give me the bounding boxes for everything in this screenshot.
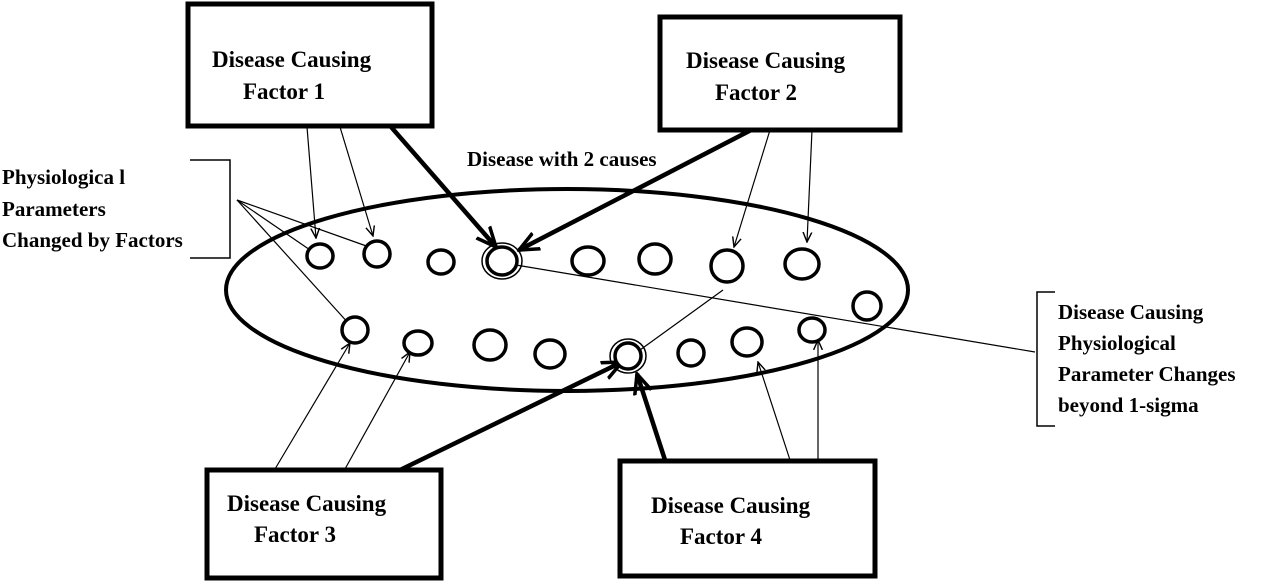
right-note-line3: Parameter Changes	[1058, 362, 1236, 386]
factor-3-line2: Factor 3	[254, 522, 336, 547]
pointer-left-param3	[236, 199, 373, 249]
arrow-factor2-param2	[807, 129, 813, 242]
param-circle	[730, 326, 764, 358]
arrow-factor2-param1	[734, 129, 771, 247]
pointer-left-param2	[236, 199, 351, 326]
arrow-factor3-cause	[399, 359, 622, 473]
param-circle	[305, 242, 335, 270]
arrow-factor2-cause	[519, 126, 757, 252]
param-circle	[426, 248, 456, 276]
thin-arrows	[274, 126, 818, 470]
thick-arrows	[383, 118, 757, 473]
right-note-bracket	[1036, 291, 1055, 427]
param-circle	[402, 329, 434, 357]
factor-box-3: Disease Causing Factor 3	[204, 467, 444, 581]
right-note-line2: Physiological	[1058, 331, 1176, 355]
factor-4-line2: Factor 4	[680, 524, 762, 549]
right-note-pointers	[515, 264, 1036, 353]
param-circle	[362, 239, 392, 269]
parameters-bottom-row	[340, 315, 827, 374]
left-note-line1: Physiologica l	[2, 165, 125, 189]
disease-title: Disease with 2 causes	[467, 147, 657, 171]
pointer-right-cause2	[639, 289, 724, 351]
factor-3-line1: Disease Causing	[227, 491, 387, 516]
factor-1-line1: Disease Causing	[212, 47, 372, 72]
right-note: Disease Causing Physiological Parameter …	[1036, 291, 1236, 427]
factor-box-1: Disease Causing Factor 1	[185, 1, 435, 129]
disease-ellipse	[224, 187, 910, 393]
param-ring-disease-cause	[481, 242, 523, 280]
param-circle	[783, 247, 821, 281]
factor-2-line1: Disease Causing	[686, 48, 846, 73]
param-circle	[797, 316, 827, 344]
factor-4-line1: Disease Causing	[651, 493, 811, 518]
param-circle	[637, 242, 673, 276]
param-circle-disease-cause	[485, 245, 519, 277]
param-ring-disease-cause	[609, 338, 647, 374]
arrow-factor4-param1	[758, 362, 791, 461]
param-circle	[851, 290, 883, 322]
param-circle	[533, 338, 567, 370]
left-note: Physiologica l Parameters Changed by Fac…	[2, 159, 231, 259]
factor-2-line2: Factor 2	[715, 80, 797, 105]
pointer-left-param1	[236, 199, 314, 253]
param-circle	[472, 328, 508, 362]
arrow-factor3-param2	[344, 352, 410, 470]
left-note-pointers	[236, 199, 373, 326]
param-circle	[709, 248, 745, 284]
arrow-factor3-param1	[274, 343, 350, 470]
factor-box-4: Disease Causing Factor 4	[617, 458, 878, 579]
pointer-right-cause1	[515, 264, 1036, 353]
arrow-factor1-cause	[383, 118, 496, 247]
param-circle	[676, 338, 706, 368]
factor-1-line2: Factor 1	[243, 79, 325, 104]
left-note-line2: Parameters	[2, 197, 106, 221]
arrow-factor4-cause	[637, 374, 668, 461]
param-circle	[570, 245, 606, 277]
parameters-top-row	[305, 239, 883, 322]
right-note-line4: beyond 1-sigma	[1058, 393, 1199, 417]
left-note-bracket	[190, 159, 231, 259]
param-circle-disease-cause	[613, 341, 643, 371]
arrow-factor1-param1	[306, 126, 316, 238]
right-note-line1: Disease Causing	[1058, 300, 1204, 324]
param-circle	[340, 315, 370, 345]
factor-box-2: Disease Causing Factor 2	[657, 14, 903, 133]
arrow-factor1-param2	[339, 126, 373, 236]
left-note-line3: Changed by Factors	[2, 228, 183, 252]
